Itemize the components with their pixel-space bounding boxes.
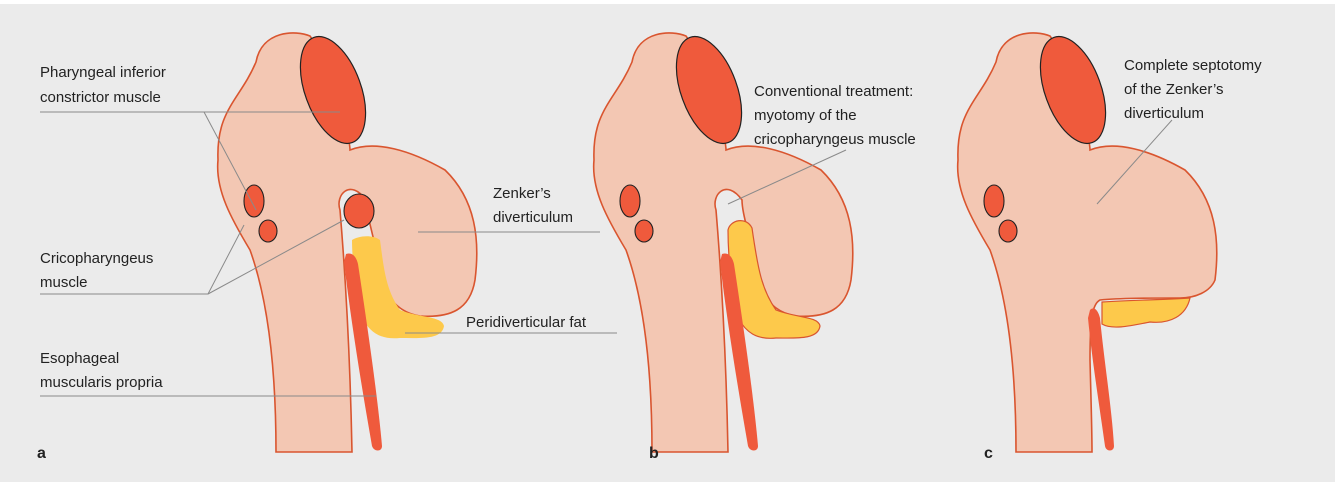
constrictor-small-1-b xyxy=(620,185,640,217)
cricopharyngeus-left-c xyxy=(999,220,1017,242)
label-crico-line1: Cricopharyngeus xyxy=(40,250,153,267)
panel-b: Conventional treatment: myotomy of the c… xyxy=(594,28,916,462)
label-esoph-line2: muscularis propria xyxy=(40,374,163,391)
cricopharyngeus-septum-a xyxy=(344,194,374,228)
cricopharyngeus-left-a xyxy=(259,220,277,242)
label-pharyngeal-line2: constrictor muscle xyxy=(40,89,161,106)
panel-letter-a: a xyxy=(37,445,46,462)
label-c-line3: diverticulum xyxy=(1124,105,1204,122)
panel-a: Pharyngeal inferior constrictor muscle C… xyxy=(37,28,617,462)
label-esoph-line1: Esophageal xyxy=(40,350,119,367)
label-c-line1: Complete septotomy xyxy=(1124,57,1262,74)
label-pharyngeal-line1: Pharyngeal inferior xyxy=(40,64,166,81)
label-c-line2: of the Zenker’s xyxy=(1124,81,1224,98)
label-b-line3: cricopharyngeus muscle xyxy=(754,131,916,148)
label-fat: Peridiverticular fat xyxy=(466,314,587,331)
panel-c: Complete septotomy of the Zenker’s diver… xyxy=(958,28,1262,462)
constrictor-small-1-a xyxy=(244,185,264,217)
label-b-line1: Conventional treatment: xyxy=(754,83,913,100)
label-b-line2: myotomy of the xyxy=(754,107,857,124)
label-zenker-line2: diverticulum xyxy=(493,209,573,226)
label-zenker-line1: Zenker’s xyxy=(493,185,551,202)
constrictor-small-1-c xyxy=(984,185,1004,217)
panel-letter-b: b xyxy=(649,445,659,462)
cricopharyngeus-left-b xyxy=(635,220,653,242)
label-crico-line2: muscle xyxy=(40,274,88,291)
peridiverticular-fat-c xyxy=(1102,298,1190,327)
panel-letter-c: c xyxy=(984,445,993,462)
